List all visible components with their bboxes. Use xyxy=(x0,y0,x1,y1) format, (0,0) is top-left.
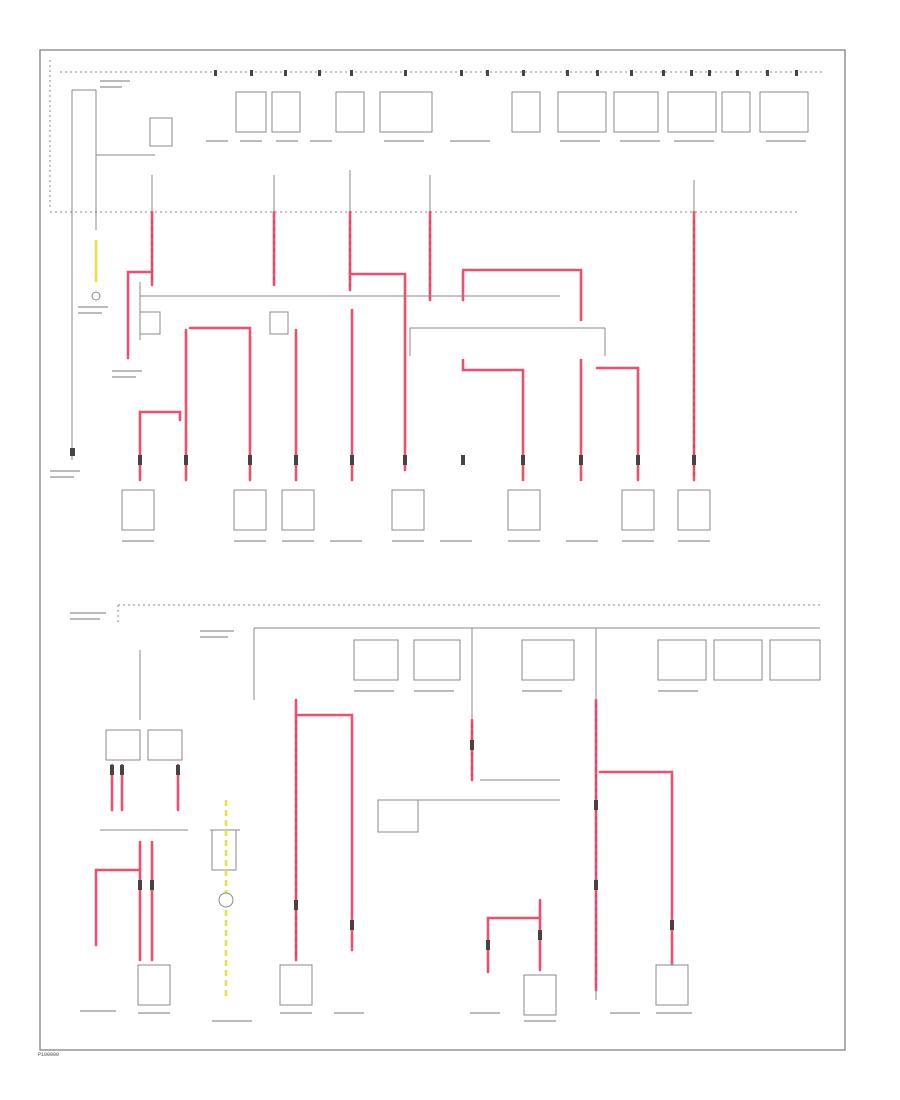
module-box-10 xyxy=(759,91,809,133)
lower-module-5 xyxy=(713,639,763,681)
diagram-frame xyxy=(39,49,846,1051)
lower-components xyxy=(110,740,689,1016)
upper-relays xyxy=(70,282,606,460)
module-box-9 xyxy=(721,91,751,133)
module-box-4 xyxy=(379,91,433,133)
component-box-7 xyxy=(677,489,711,531)
lower-module-6 xyxy=(769,639,821,681)
component-box-2 xyxy=(233,489,267,531)
upper-fuse-block xyxy=(49,60,825,440)
module-box-3 xyxy=(335,91,365,133)
module-box-5 xyxy=(511,91,541,133)
label-marks xyxy=(50,80,806,1022)
lower-component-1 xyxy=(137,964,171,1006)
lower-module-1 xyxy=(353,639,399,681)
lower-module-2 xyxy=(413,639,461,681)
lower-component-3 xyxy=(523,974,557,1016)
lower-fuse-block xyxy=(100,604,821,1000)
component-box-5 xyxy=(507,489,541,531)
upper-components xyxy=(121,455,711,531)
component-box-6 xyxy=(621,489,655,531)
lower-module-3 xyxy=(521,639,575,681)
component-box-3 xyxy=(281,489,315,531)
lower-component-4 xyxy=(655,964,689,1006)
lower-module-4 xyxy=(657,639,707,681)
module-box-2 xyxy=(271,91,301,133)
component-box-4 xyxy=(391,489,425,531)
module-box-6 xyxy=(557,91,607,133)
upper-power-wires xyxy=(126,210,696,482)
lower-component-2 xyxy=(279,964,313,1006)
figure-code: P100000 xyxy=(38,1052,59,1058)
module-box-8 xyxy=(667,91,717,133)
module-box-7 xyxy=(613,91,659,133)
component-box-1 xyxy=(121,489,155,531)
module-box-1 xyxy=(235,91,267,133)
